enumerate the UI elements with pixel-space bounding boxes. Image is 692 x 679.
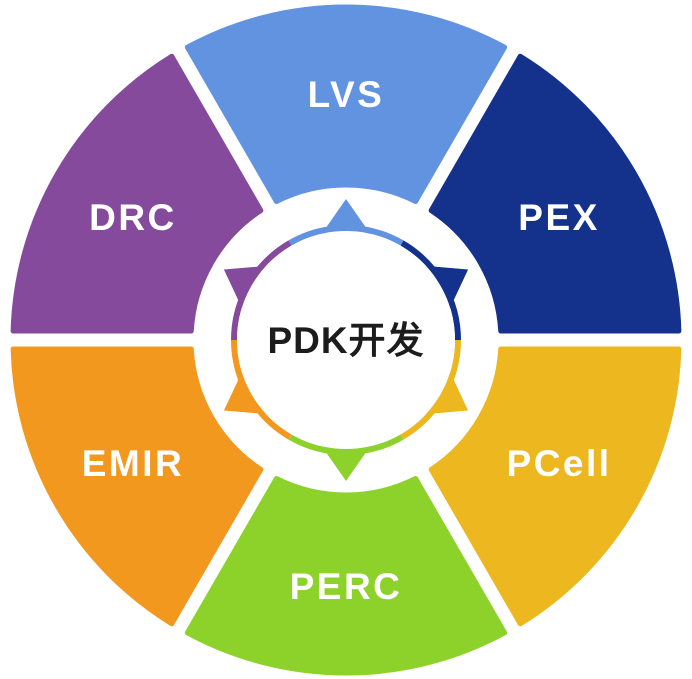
segment-label-perc: PERC	[290, 566, 403, 607]
segment-label-drc: DRC	[89, 197, 177, 238]
segment-pcell	[428, 346, 682, 627]
center-label: PDK开发	[267, 320, 424, 361]
segment-label-lvs: LVS	[308, 74, 385, 115]
center-circle	[237, 231, 455, 449]
segment-drc	[10, 53, 264, 334]
segment-label-pcell: PCell	[507, 443, 612, 484]
segment-emir	[10, 346, 264, 627]
segment-lvs	[184, 4, 508, 204]
segment-pex	[428, 53, 682, 334]
segment-label-pex: PEX	[518, 197, 600, 238]
spike-lvs	[320, 199, 372, 237]
spike-perc	[320, 443, 372, 481]
segment-perc	[184, 476, 508, 676]
segment-label-emir: EMIR	[82, 443, 185, 484]
